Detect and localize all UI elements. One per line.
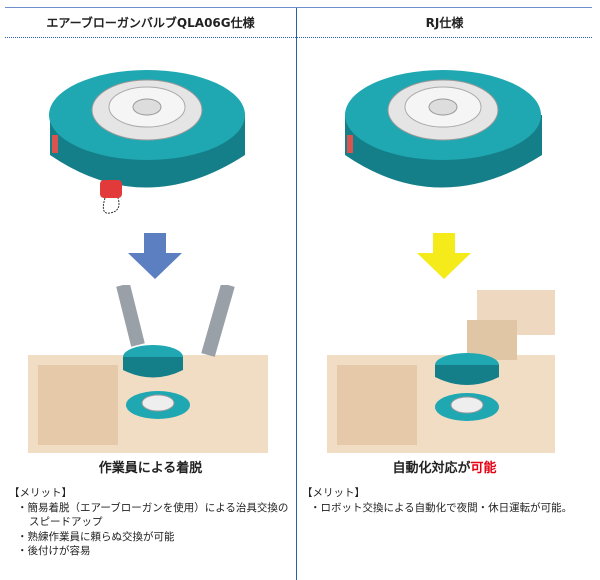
- top-border: [5, 7, 592, 8]
- manual-change-image: [28, 285, 268, 453]
- merit-item: ・熟練作業員に頼らぬ交換が可能: [17, 530, 175, 543]
- down-arrow-icon: [417, 233, 471, 279]
- column-divider: [296, 8, 297, 580]
- merit-item: ・簡易着脱（エアーブローガンを使用）による治具交換のスピードアップ: [17, 501, 289, 529]
- left-header: エアーブローガンバルブQLA06G仕様: [46, 16, 255, 30]
- merit-item: ・ロボット交換による自動化で夜間・休日運転が可能。: [310, 501, 573, 514]
- merit-title: 【メリット】: [9, 487, 72, 499]
- down-arrow-icon: [128, 233, 182, 279]
- header-divider: [5, 37, 592, 38]
- left-caption: 作業員による着脱: [5, 457, 296, 476]
- right-header: RJ仕様: [425, 16, 464, 30]
- caption-highlight: 可能: [470, 461, 497, 476]
- caption-text: 自動化対応が: [392, 461, 471, 476]
- rj-device-image: [345, 70, 542, 188]
- caption-text: 作業員による着脱: [98, 461, 203, 476]
- right-merits: 【メリット】 ・ロボット交換による自動化で夜間・休日運転が可能。: [302, 486, 587, 515]
- qla06g-device-image: [49, 70, 245, 214]
- left-merits: 【メリット】 ・簡易着脱（エアーブローガンを使用）による治具交換のスピードアップ…: [9, 486, 289, 559]
- merit-item: ・後付けが容易: [17, 545, 91, 557]
- robot-change-image: [327, 290, 555, 453]
- right-caption: 自動化対応が可能: [297, 457, 592, 476]
- merit-title: 【メリット】: [302, 487, 365, 499]
